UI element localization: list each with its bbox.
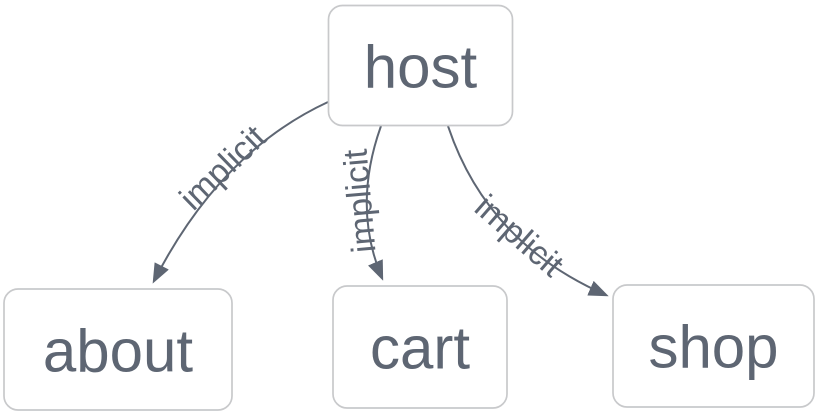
edge-host-cart: implicit bbox=[336, 125, 384, 281]
node-about-box bbox=[3, 288, 233, 411]
node-shop-box bbox=[612, 284, 815, 408]
edge-host-about-path bbox=[152, 101, 329, 284]
node-about-label: about bbox=[43, 318, 193, 385]
edge-label-implicit: implicit bbox=[336, 147, 383, 254]
node-shop: shop bbox=[612, 284, 815, 408]
node-host-box bbox=[327, 4, 514, 127]
node-host-label: host bbox=[364, 34, 478, 101]
node-host: host bbox=[327, 4, 514, 127]
edge-host-cart-path bbox=[365, 125, 384, 281]
edge-host-shop-path bbox=[447, 125, 609, 297]
edge-host-about: implicit bbox=[152, 101, 329, 284]
node-shop-label: shop bbox=[648, 314, 778, 381]
edge-host-shop: implicit bbox=[447, 125, 609, 297]
edge-label-implicit: implicit bbox=[172, 118, 274, 218]
node-about: about bbox=[3, 288, 233, 411]
node-cart: cart bbox=[332, 285, 508, 409]
node-cart-label: cart bbox=[370, 315, 470, 382]
edge-label-implicit: implicit bbox=[467, 188, 571, 285]
node-cart-box bbox=[332, 285, 508, 409]
